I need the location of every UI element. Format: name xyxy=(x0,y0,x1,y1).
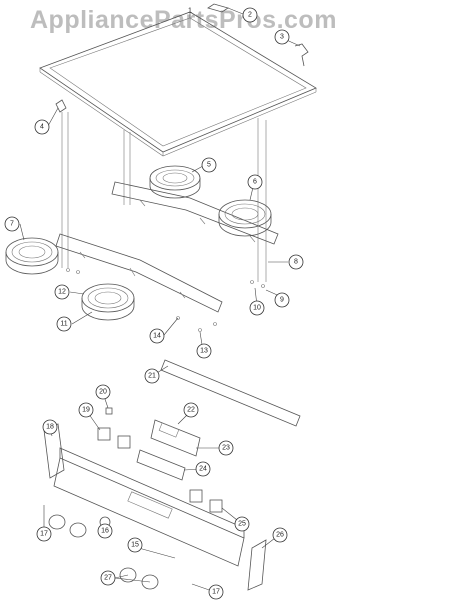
cooktop-glass xyxy=(39,11,317,157)
callout-17a: 17 xyxy=(36,526,52,542)
callout-25: 25 xyxy=(234,516,250,532)
callout-9: 9 xyxy=(274,292,290,308)
svg-text:1: 1 xyxy=(188,8,192,15)
svg-text:17: 17 xyxy=(212,589,220,596)
callout-7: 7 xyxy=(4,216,20,232)
svg-text:2: 2 xyxy=(248,12,252,19)
callout-11: 11 xyxy=(56,316,72,332)
electronic-clock-board xyxy=(136,419,201,481)
svg-text:10: 10 xyxy=(253,305,261,312)
callout-22: 22 xyxy=(183,402,199,418)
svg-text:14: 14 xyxy=(153,333,161,340)
callout-23: 23 xyxy=(218,440,234,456)
callout-16: 16 xyxy=(97,523,113,539)
callouts: 1 2 3 4 5 6 7 8 9 10 11 12 13 14 15 16 1… xyxy=(4,7,304,600)
svg-text:26: 26 xyxy=(276,532,284,539)
callout-1: 1 xyxy=(188,8,192,15)
svg-text:23: 23 xyxy=(222,445,230,452)
callout-20: 20 xyxy=(95,384,111,400)
rear-burner-support xyxy=(55,233,223,313)
callout-5: 5 xyxy=(201,157,217,173)
callout-27: 27 xyxy=(100,570,116,586)
callout-15: 15 xyxy=(127,537,143,553)
callout-leaders xyxy=(19,7,301,593)
svg-text:22: 22 xyxy=(187,407,195,414)
burner-element-6 xyxy=(218,199,272,237)
svg-text:16: 16 xyxy=(101,528,109,535)
svg-text:11: 11 xyxy=(60,321,67,328)
watermark: AppliancePartsPros.com xyxy=(30,6,337,34)
svg-text:17: 17 xyxy=(40,531,48,538)
callout-17b: 17 xyxy=(208,584,224,600)
svg-text:18: 18 xyxy=(46,424,54,431)
svg-text:3: 3 xyxy=(280,34,284,41)
callout-6: 6 xyxy=(247,174,263,190)
right-end-cap xyxy=(247,539,267,591)
svg-text:12: 12 xyxy=(58,289,66,296)
control-panel-trim-strip xyxy=(160,359,301,427)
glass-clip xyxy=(294,43,309,67)
callout-10: 10 xyxy=(249,300,265,316)
mounting-screws xyxy=(66,268,265,332)
svg-text:7: 7 xyxy=(10,221,14,228)
callout-18: 18 xyxy=(42,419,58,435)
control-panel xyxy=(53,447,245,567)
callout-21: 21 xyxy=(144,368,160,384)
svg-text:4: 4 xyxy=(40,124,44,131)
svg-text:27: 27 xyxy=(104,575,112,582)
callout-2: 2 xyxy=(242,7,258,23)
callout-13: 13 xyxy=(196,343,212,359)
burner-element-12 xyxy=(81,283,135,321)
callout-4: 4 xyxy=(34,119,50,135)
svg-text:21: 21 xyxy=(148,373,156,380)
svg-text:19: 19 xyxy=(82,407,90,414)
burner-element-7 xyxy=(5,237,59,275)
callout-26: 26 xyxy=(272,527,288,543)
svg-text:13: 13 xyxy=(200,348,208,355)
svg-text:5: 5 xyxy=(207,162,211,169)
assembly-guide-lines xyxy=(123,118,267,282)
trim-clip xyxy=(55,99,69,268)
svg-text:15: 15 xyxy=(131,542,139,549)
callout-19: 19 xyxy=(78,402,94,418)
callout-12: 12 xyxy=(54,284,70,300)
burner-element-5 xyxy=(149,165,201,199)
front-burner-support xyxy=(111,181,279,245)
svg-text:9: 9 xyxy=(280,297,284,304)
svg-text:25: 25 xyxy=(238,521,246,528)
svg-text:6: 6 xyxy=(253,179,257,186)
callout-14: 14 xyxy=(149,328,165,344)
control-knobs xyxy=(48,514,159,590)
svg-text:24: 24 xyxy=(199,466,207,473)
svg-text:8: 8 xyxy=(294,259,298,266)
infinite-switches xyxy=(97,407,223,513)
callout-24: 24 xyxy=(195,461,211,477)
callout-8: 8 xyxy=(288,254,304,270)
callout-3: 3 xyxy=(274,29,290,45)
glass-bracket xyxy=(207,3,229,13)
svg-text:20: 20 xyxy=(99,389,107,396)
